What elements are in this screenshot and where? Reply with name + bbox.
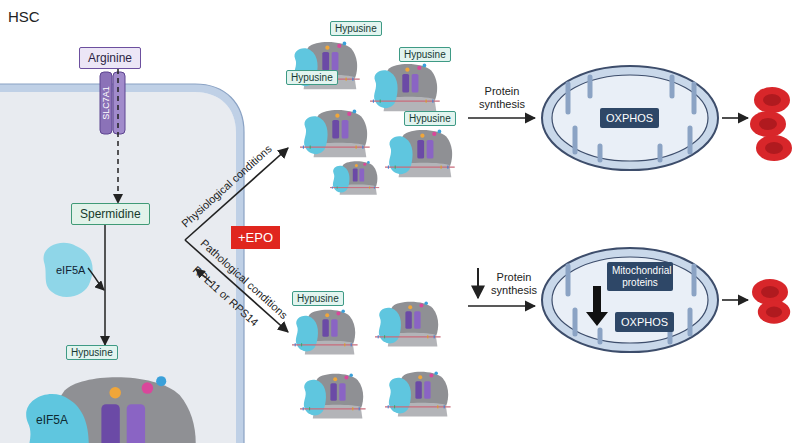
spermidine-box: Spermidine bbox=[71, 203, 150, 225]
node-text: +EPO bbox=[238, 230, 273, 245]
node-text: Hypusine bbox=[71, 347, 113, 358]
protein-label: eIF5A bbox=[36, 413, 68, 427]
arginine-box: Arginine bbox=[79, 47, 141, 69]
pathway-arrow bbox=[104, 225, 106, 345]
process-label: Protein synthesis bbox=[471, 85, 533, 111]
node-text: Spermidine bbox=[80, 207, 141, 221]
epo-box: +EPO bbox=[231, 226, 280, 249]
process-label: Protein synthesis bbox=[483, 271, 545, 297]
hypusine-tag: Hypusine bbox=[399, 47, 451, 62]
node-text: OXPHOS bbox=[621, 316, 668, 328]
oxphos-box: OXPHOS bbox=[600, 108, 659, 128]
mitochondrial-proteins-box: Mitochondrial proteins bbox=[607, 262, 673, 291]
cell-label: HSC bbox=[8, 8, 40, 25]
node-text: Mitochondrial proteins bbox=[612, 265, 668, 288]
node-text: Hypusine bbox=[409, 113, 451, 124]
hypusine-tag: Hypusine bbox=[292, 291, 344, 306]
hypusine-tag: Hypusine bbox=[66, 345, 118, 360]
protein-label: eIF5A bbox=[56, 264, 85, 276]
node-text: Hypusine bbox=[335, 23, 377, 34]
pathway-arrow bbox=[117, 69, 119, 203]
node-text: Hypusine bbox=[404, 49, 446, 60]
hypusine-tag: Hypusine bbox=[404, 111, 456, 126]
node-text: Hypusine bbox=[297, 293, 339, 304]
hypusine-tag: Hypusine bbox=[286, 70, 338, 85]
oxphos-box: OXPHOS bbox=[615, 312, 674, 332]
node-text: Hypusine bbox=[291, 72, 333, 83]
hypusine-tag: Hypusine bbox=[330, 21, 382, 36]
transporter-label: SLC7A1 bbox=[101, 86, 111, 120]
node-text: OXPHOS bbox=[606, 112, 653, 124]
node-text: Arginine bbox=[88, 51, 132, 65]
